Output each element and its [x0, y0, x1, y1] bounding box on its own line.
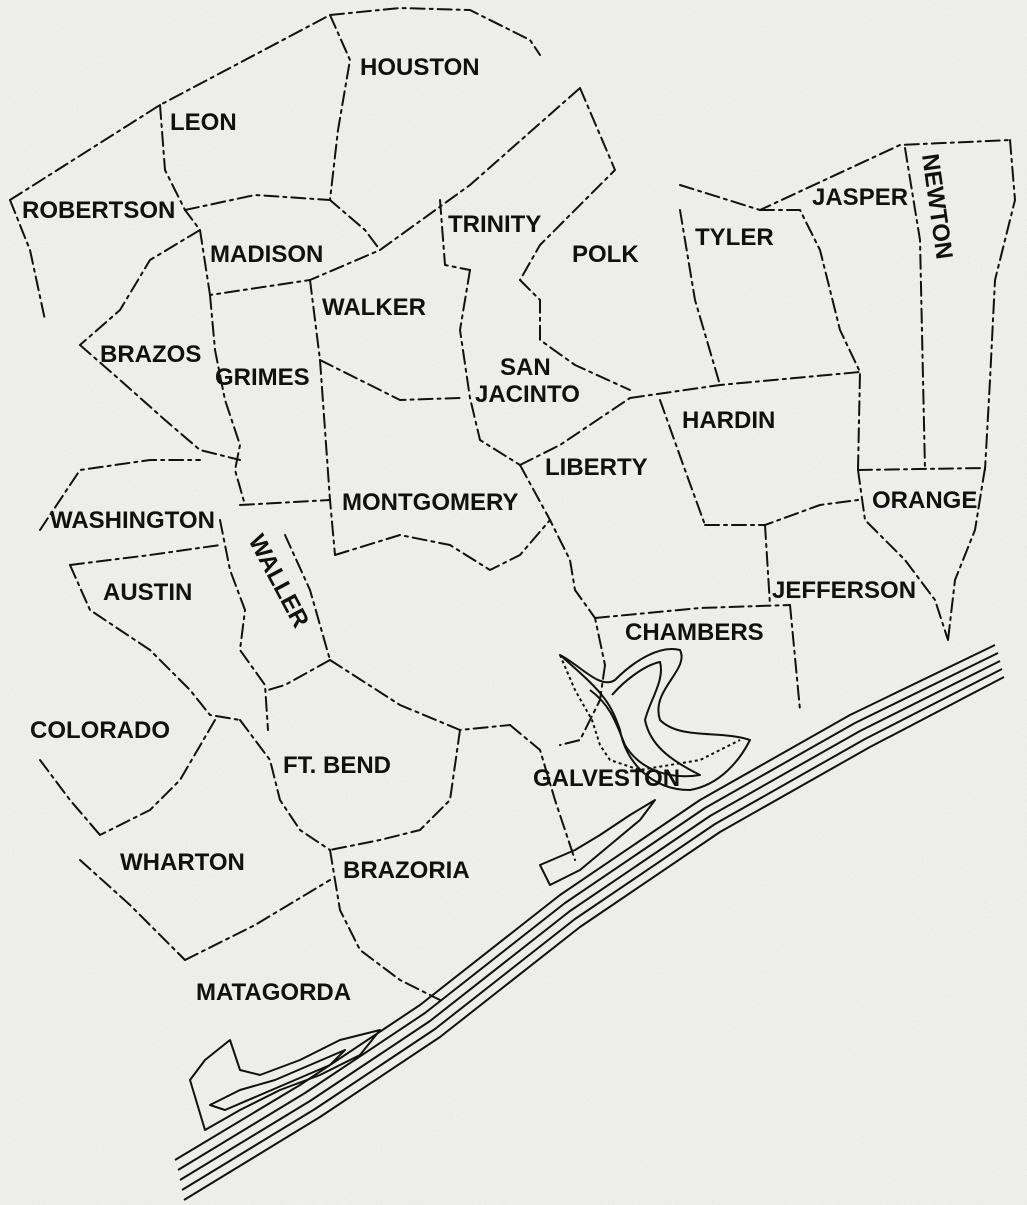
boundary-grimes-west — [209, 294, 246, 506]
boundary-san-jacinto-west — [459, 269, 521, 466]
boundary-grimes-montgomery — [239, 499, 331, 506]
county-label-grimes: GRIMES — [215, 364, 310, 391]
county-label-matagorda: MATAGORDA — [196, 979, 351, 1006]
boundary-polk-hardin — [629, 371, 861, 399]
boundary-wharton-south — [184, 879, 331, 961]
boundary-ftbend-east — [329, 729, 461, 851]
county-boundaries — [9, 7, 1016, 1001]
county-label-chambers: CHAMBERS — [625, 619, 764, 646]
boundary-austin-west — [69, 564, 241, 721]
boundary-orange-north — [857, 467, 986, 471]
coastline-line-5 — [183, 676, 1005, 1201]
boundary-walker-west — [309, 279, 321, 361]
county-label-brazoria: BRAZORIA — [343, 857, 470, 884]
boundary-san-jacinto-liberty — [519, 397, 631, 466]
boundary-chambers-north — [594, 604, 791, 619]
county-label-jefferson: JEFFERSON — [772, 577, 916, 604]
boundary-montgomery-south — [334, 519, 551, 571]
county-label-brazos: BRAZOS — [100, 341, 201, 368]
county-label-wharton: WHARTON — [120, 849, 245, 876]
boundary-waller-west — [219, 519, 269, 731]
boundary-newton-east — [984, 139, 1016, 471]
boundary-robertson-south — [79, 229, 201, 346]
boundary-houston-north — [329, 7, 541, 56]
river-trinity — [559, 654, 741, 771]
county-label-hardin: HARDIN — [682, 407, 775, 434]
county-label-walker: WALKER — [322, 294, 426, 321]
boundary-chambers-east — [789, 604, 801, 711]
boundary-san-jacinto-east — [519, 279, 631, 391]
boundary-harris-waller — [267, 659, 331, 691]
boundary-brazoria-west — [329, 849, 441, 1001]
boundary-trinity-west — [439, 199, 471, 271]
county-label-orange: ORANGE — [872, 487, 977, 514]
matagorda-bay-inner — [209, 1049, 346, 1111]
boundary-waller-east — [284, 534, 331, 661]
county-label-galveston: GALVESTON — [533, 765, 680, 792]
boundary-orange-east — [947, 467, 986, 641]
county-label-madison: MADISON — [210, 241, 323, 268]
coastline-line-1 — [174, 644, 996, 1161]
boundary-galveston-west — [509, 724, 576, 861]
boundary-ftbend-west — [239, 719, 331, 851]
boundary-orange-west — [857, 469, 949, 641]
boundary-hardin-south — [704, 499, 859, 526]
county-label-washington: WASHINGTON — [50, 507, 215, 534]
boundary-ftbend-north — [329, 659, 511, 731]
boundary-washington-north — [39, 459, 201, 531]
county-label-tyler: TYLER — [695, 224, 774, 251]
county-label-houston: HOUSTON — [360, 54, 480, 81]
county-label-austin: AUSTIN — [103, 579, 192, 606]
boundary-jasper-newton — [904, 147, 926, 471]
boundary-wharton-west — [79, 859, 186, 961]
galveston-island — [539, 799, 656, 886]
county-label-trinity: TRINITY — [448, 211, 541, 238]
coastline — [174, 644, 1005, 1201]
boundary-hardin-west — [659, 399, 706, 526]
boundary-leon-west — [159, 104, 201, 231]
county-label-leon: LEON — [170, 109, 237, 136]
boundary-jefferson-west — [764, 524, 771, 606]
boundary-tyler-north — [679, 139, 1011, 211]
boundary-colorado-wharton — [99, 719, 216, 836]
county-label-robertson: ROBERTSON — [22, 197, 175, 224]
coastline-line-2 — [177, 652, 999, 1171]
matagorda-bay-outline — [189, 1029, 381, 1131]
boundary-trinity-polk — [519, 87, 616, 281]
county-label-san-jacinto-line1: SAN — [500, 354, 551, 381]
boundary-robertson-north — [9, 14, 331, 201]
county-label-montgomery: MONTGOMERY — [342, 489, 518, 516]
county-label-polk: POLK — [572, 241, 639, 268]
boundary-robertson-west — [9, 199, 46, 321]
boundary-walker-south — [319, 359, 461, 401]
boundary-liberty-west — [519, 464, 606, 666]
boundary-tyler-jasper — [759, 209, 861, 471]
county-label-colorado: COLORADO — [30, 717, 170, 744]
galveston-bay-inner — [589, 661, 701, 778]
coastline-line-3 — [179, 660, 1001, 1181]
county-label-jasper: JASPER — [812, 184, 908, 211]
county-label-liberty: LIBERTY — [545, 454, 648, 481]
county-label-san-jacinto-line2: JACINTO — [475, 381, 580, 408]
county-label-ft-bend: FT. BEND — [283, 752, 391, 779]
boundary-chambers-galveston — [559, 664, 606, 746]
boundary-brazos-west — [79, 344, 241, 461]
boundary-tyler-west — [679, 209, 721, 386]
boundary-madison-walker — [199, 229, 381, 296]
boundary-colorado-west — [39, 759, 101, 836]
boundary-houston-trinity-north — [379, 87, 581, 251]
boundary-washington-south — [69, 544, 221, 566]
boundary-houston-west — [329, 14, 381, 251]
boundary-leon-south — [184, 194, 331, 211]
coastline-line-4 — [181, 668, 1003, 1191]
